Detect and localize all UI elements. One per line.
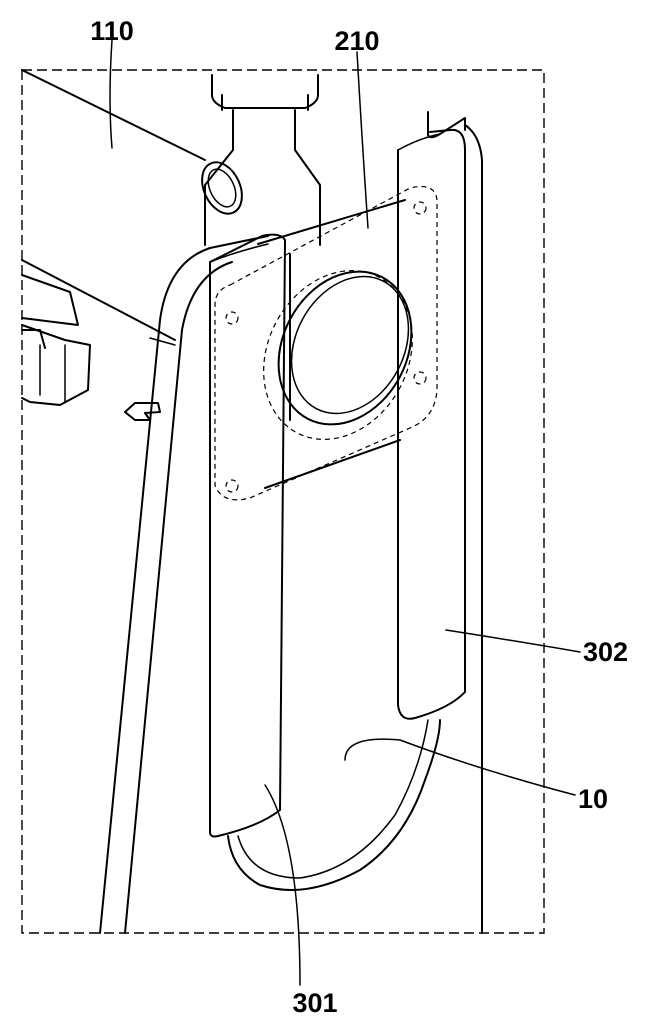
leader-lines: [109, 39, 581, 986]
plate-210: [214, 185, 438, 501]
label-301: 301: [292, 988, 337, 1018]
housing-110: [21, 69, 206, 346]
label-302: 302: [583, 637, 628, 667]
fitting-port: [201, 161, 243, 215]
valve-fitting: [201, 74, 321, 246]
curved-tube-10: [227, 719, 441, 891]
left-nut-fitting: [21, 274, 91, 406]
label-210: 210: [334, 26, 379, 56]
strip-302: [397, 111, 483, 934]
boundary-frame: [21, 69, 545, 934]
clip: [124, 402, 161, 421]
label-10: 10: [578, 784, 608, 814]
label-110: 110: [90, 16, 134, 46]
left-bracket: [99, 235, 269, 934]
strip-301: [209, 233, 286, 838]
circular-port: [263, 270, 413, 440]
